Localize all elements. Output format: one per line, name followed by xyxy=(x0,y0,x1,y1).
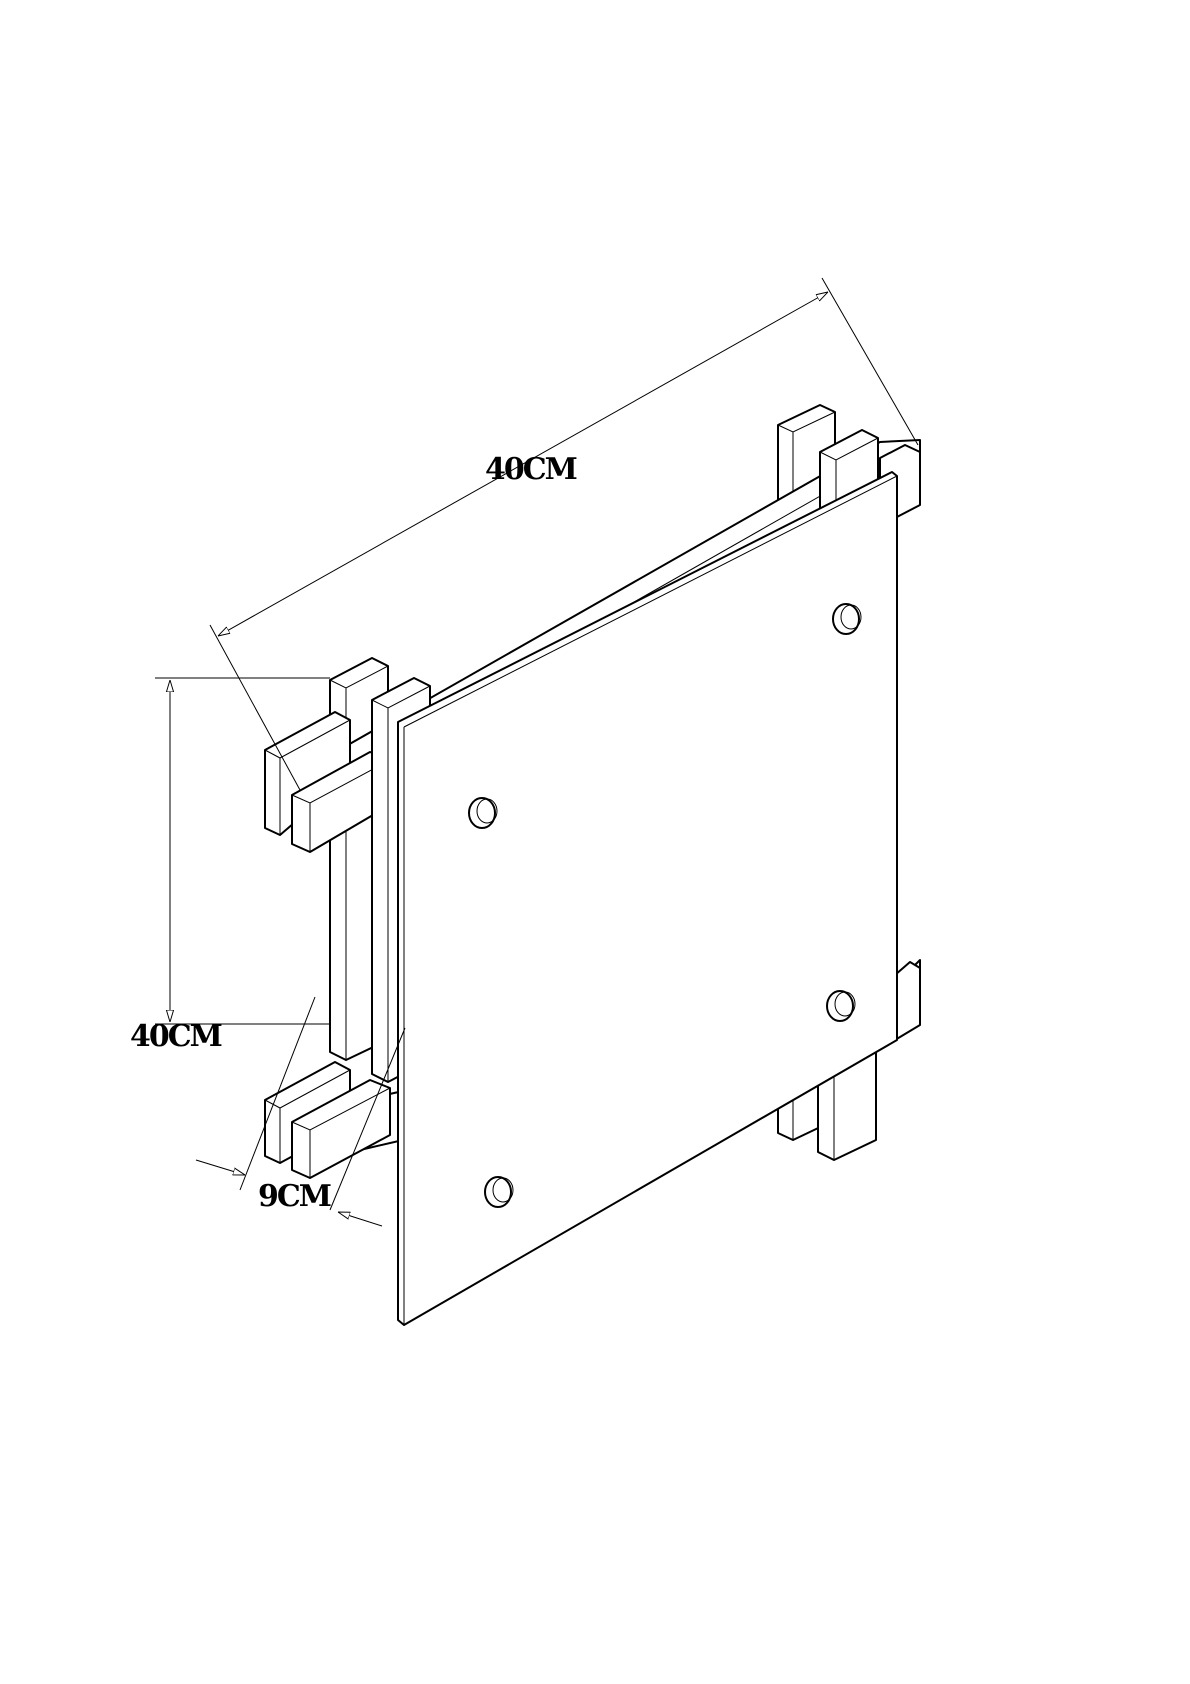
glass-panel xyxy=(397,471,898,1326)
width-label: 40CM xyxy=(485,452,577,487)
width-dimension xyxy=(209,277,919,791)
left-horizontal-bars-top xyxy=(264,711,391,853)
left-horizontal-bars-bottom xyxy=(264,1061,391,1179)
screw-icon xyxy=(826,990,856,1022)
depth-label: 9CM xyxy=(258,1179,331,1214)
screw-icon xyxy=(832,603,862,635)
depth-dimension xyxy=(195,996,406,1227)
screw-icon xyxy=(468,797,498,829)
height-label: 40CM xyxy=(130,1019,222,1054)
screw-icon xyxy=(484,1176,514,1208)
height-dimension xyxy=(155,677,330,1025)
mounting-screws xyxy=(468,603,862,1208)
